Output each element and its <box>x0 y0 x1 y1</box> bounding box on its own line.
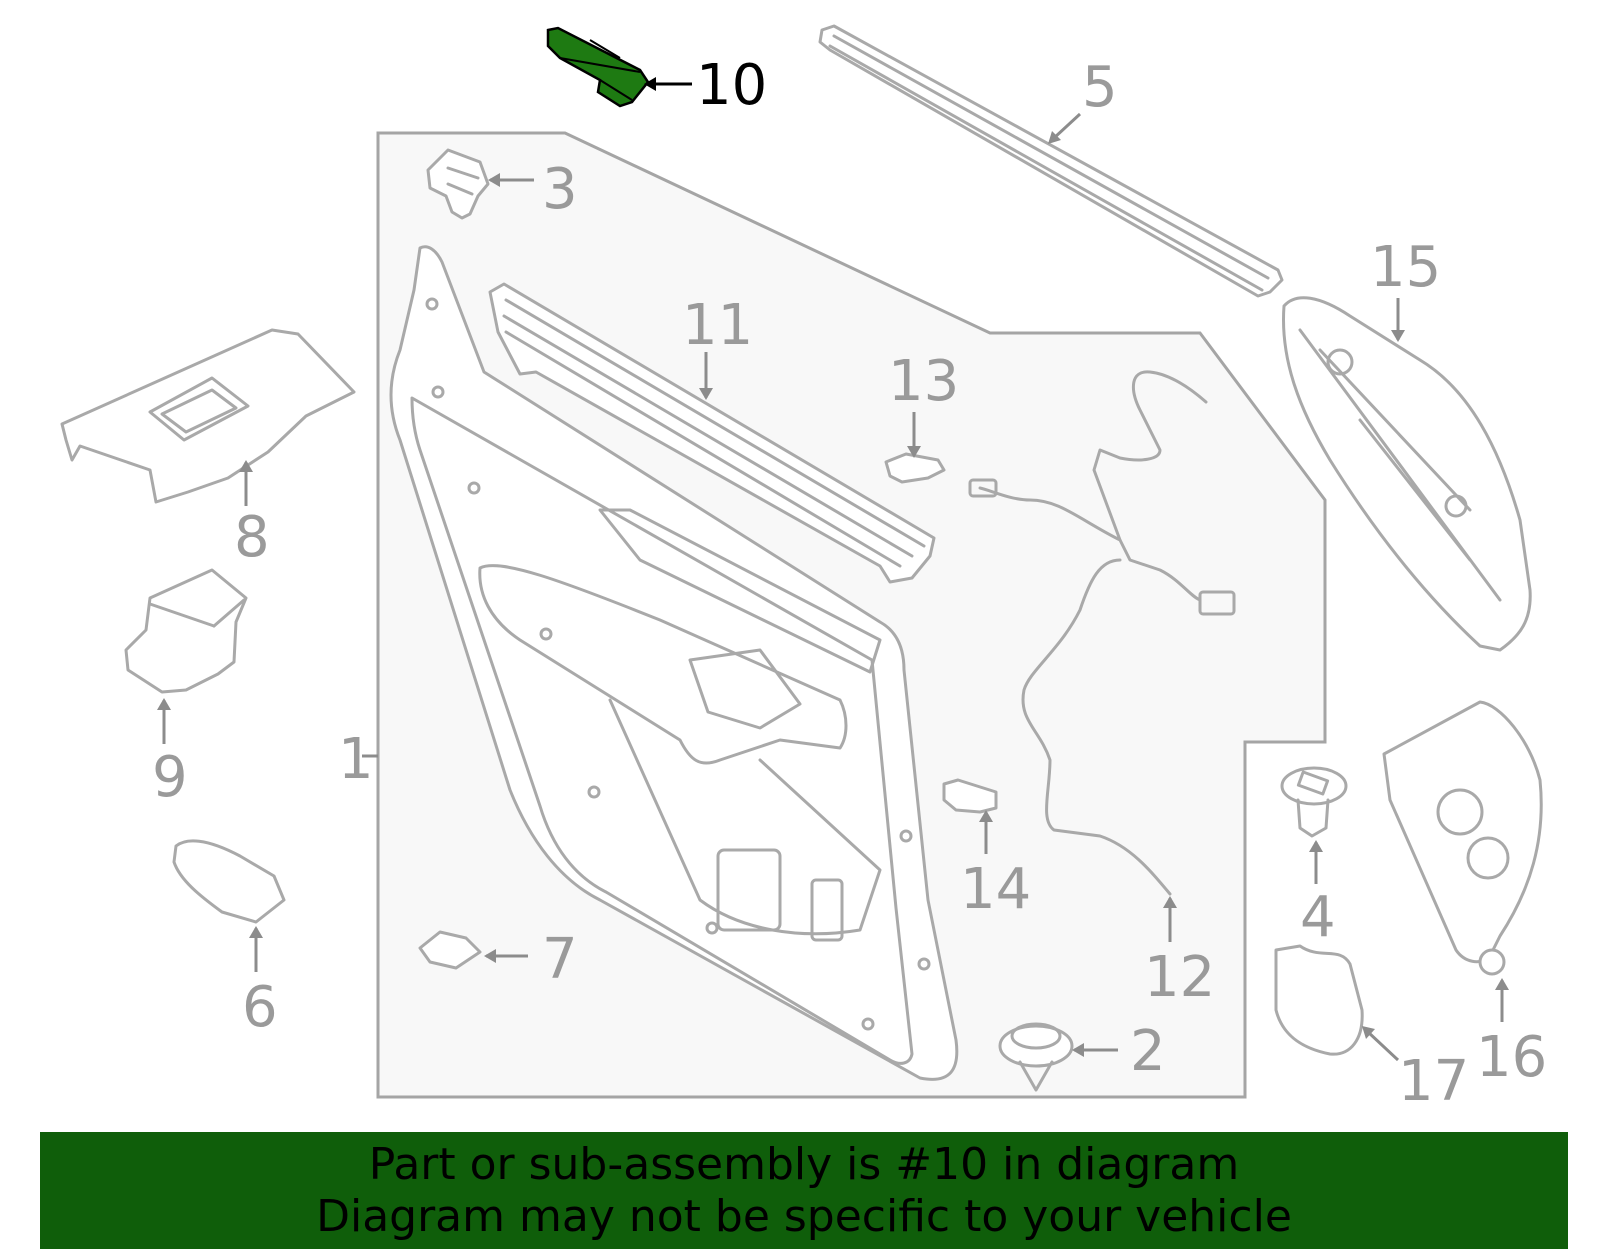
callout-12: 12 <box>1144 945 1215 1010</box>
callout-8: 8 <box>234 505 270 570</box>
part-17-pad[interactable] <box>1274 944 1364 1056</box>
part-2-clip[interactable] <box>998 1022 1074 1092</box>
leader-lines <box>157 77 1509 1062</box>
banner-line-1: Part or sub-assembly is #10 in diagram <box>368 1138 1240 1190</box>
callout-14: 14 <box>960 857 1031 922</box>
part-5-belt-strip[interactable] <box>818 24 1284 298</box>
part-9-window-switch[interactable] <box>124 568 248 694</box>
part-1-door-trim-panel[interactable] <box>389 245 959 1081</box>
part-10-highlighted[interactable] <box>546 26 650 108</box>
callout-4: 4 <box>1300 885 1336 950</box>
callout-15: 15 <box>1370 235 1441 300</box>
callout-16: 16 <box>1476 1025 1547 1090</box>
callout-5: 5 <box>1082 55 1118 120</box>
callout-6: 6 <box>242 975 278 1040</box>
callout-13: 13 <box>888 349 959 414</box>
part-4-clip[interactable] <box>1280 766 1348 838</box>
callout-17: 17 <box>1398 1049 1469 1114</box>
part-16-speaker-housing[interactable] <box>1382 700 1543 976</box>
part-11-inner-belt[interactable] <box>488 282 936 584</box>
callout-11: 11 <box>682 293 753 358</box>
callout-3: 3 <box>542 157 578 222</box>
part-3-clip[interactable] <box>426 148 490 220</box>
part-7-clip[interactable] <box>418 930 482 970</box>
callout-1: 1 <box>338 727 374 792</box>
callout-2: 2 <box>1130 1019 1166 1084</box>
banner-line-2: Diagram may not be specific to your vehi… <box>316 1190 1292 1242</box>
callout-labels: 10 5 3 11 13 15 8 9 1 14 4 12 7 6 2 16 1… <box>152 53 1547 1114</box>
part-12-wiring-harness[interactable] <box>968 370 1236 896</box>
part-6-cover[interactable] <box>172 839 286 924</box>
callout-10: 10 <box>696 53 767 118</box>
callout-7: 7 <box>542 927 578 992</box>
part-8-switch-bezel[interactable] <box>60 328 356 504</box>
info-banner: Part or sub-assembly is #10 in diagram D… <box>40 1132 1568 1249</box>
part-14-clip[interactable] <box>942 778 998 814</box>
callout-9: 9 <box>152 745 188 810</box>
part-13-clip[interactable] <box>884 452 946 484</box>
part-15-bracket[interactable] <box>1281 296 1532 652</box>
